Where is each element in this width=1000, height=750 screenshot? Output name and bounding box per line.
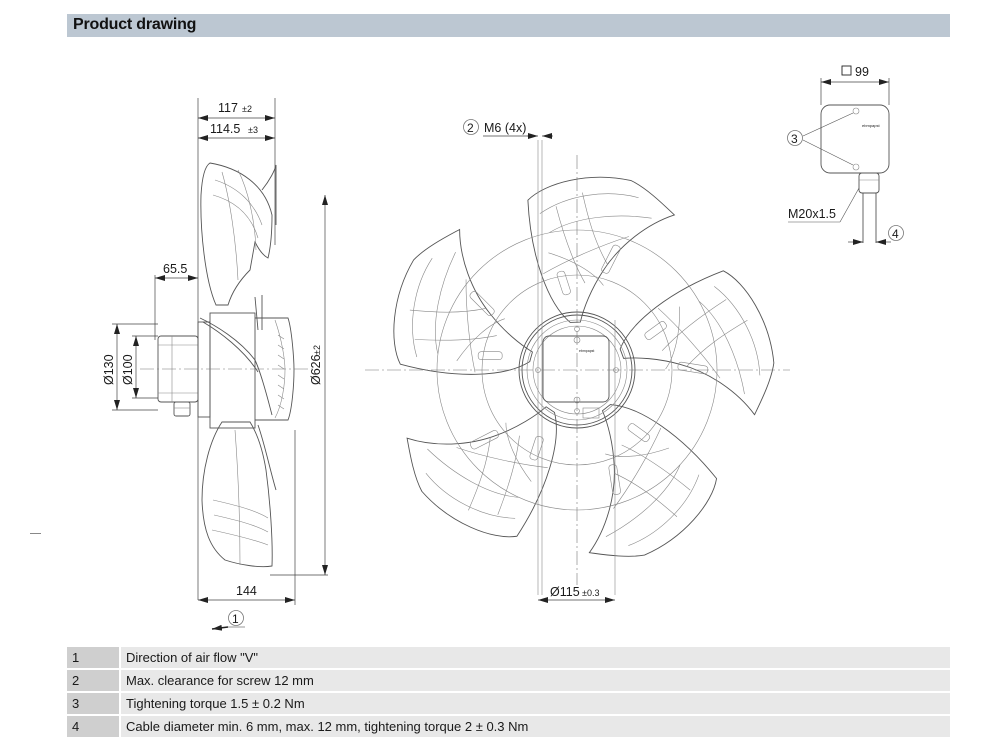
callout-3: 3: [787, 112, 854, 166]
margin-mark: [30, 533, 41, 534]
section-title: Product drawing: [73, 16, 197, 33]
dim-square: 99: [855, 65, 869, 79]
dim-bottom-width: 144: [236, 584, 257, 598]
box-brand-mark: ebmpapst: [862, 123, 880, 128]
dim-fan-dia: Ø626: [309, 354, 323, 385]
dim-overall-depth-tol: ±2: [242, 104, 252, 114]
legend-num: 1: [67, 647, 119, 668]
product-drawing: 117 ±2 114.5 ±3: [102, 65, 904, 631]
legend-text: Max. clearance for screw 12 mm: [121, 670, 950, 691]
dim-outer-dia: Ø130: [102, 354, 116, 385]
legend-text: Tightening torque 1.5 ± 0.2 Nm: [121, 693, 950, 714]
callout-2: 2 M6 (4x): [463, 119, 553, 139]
dim-blade-depth-tol: ±3: [248, 125, 258, 135]
front-view: ebmpapst 2 M6 (4x) Ø115 ±0.3: [365, 119, 800, 603]
dim-overall-depth: 117: [218, 101, 238, 115]
svg-text:2: 2: [467, 121, 474, 135]
legend-table: 1 Direction of air flow "V" 2 Max. clear…: [67, 647, 950, 739]
legend-text: Cable diameter min. 6 mm, max. 12 mm, ti…: [121, 716, 950, 737]
square-symbol-icon: [841, 65, 852, 76]
dim-box-offset: 65.5: [163, 262, 187, 276]
svg-text:3: 3: [791, 132, 798, 146]
dim-fan-dia-tol: ±2: [312, 345, 322, 355]
legend-row: 2 Max. clearance for screw 12 mm: [67, 670, 950, 691]
legend-row: 3 Tightening torque 1.5 ± 0.2 Nm: [67, 693, 950, 714]
dim-hub-dia: Ø115: [550, 585, 580, 599]
legend-num: 4: [67, 716, 119, 737]
section-header: Product drawing: [67, 14, 950, 37]
terminal-box-view: 99 ebmpapst 3 M20x1.5 4: [787, 65, 904, 245]
callout-1: 1: [211, 610, 245, 631]
legend-num: 2: [67, 670, 119, 691]
svg-text:1: 1: [232, 612, 239, 626]
legend-text: Direction of air flow "V": [121, 647, 950, 668]
side-view: 117 ±2 114.5 ±3: [102, 98, 328, 631]
dim-blade-depth: 114.5: [210, 122, 240, 136]
dim-hub-dia-tol: ±0.3: [582, 588, 599, 598]
gland-label: M20x1.5: [788, 207, 836, 221]
callout-4: 4: [888, 225, 904, 241]
dim-inner-dia: Ø100: [121, 354, 135, 385]
svg-text:4: 4: [892, 227, 899, 241]
hub-brand-mark: ebmpapst: [579, 349, 594, 353]
legend-num: 3: [67, 693, 119, 714]
legend-row: 4 Cable diameter min. 6 mm, max. 12 mm, …: [67, 716, 950, 737]
legend-row: 1 Direction of air flow "V": [67, 647, 950, 668]
screw-label: M6 (4x): [484, 121, 526, 135]
